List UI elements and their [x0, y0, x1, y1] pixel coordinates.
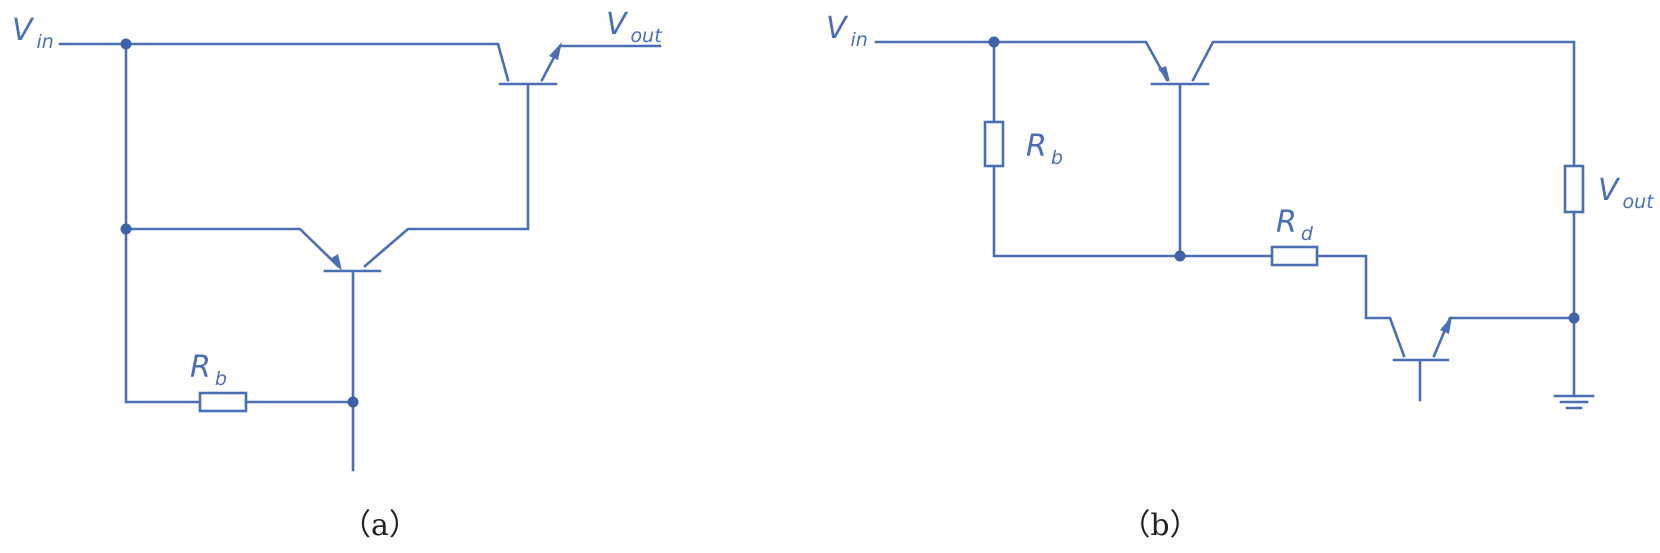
- wire-b-top: [874, 40, 1169, 82]
- node-b-1: [988, 36, 1000, 48]
- wire-a-mid: [124, 227, 340, 268]
- transistor-b-upper-base: [1150, 82, 1210, 258]
- node-a-3: [347, 396, 359, 408]
- wire-b-right-top: [1191, 40, 1576, 168]
- wire-a-left: [124, 42, 202, 404]
- transistor-b-lower-emitter: [1432, 316, 1576, 358]
- transistor-b-lower-base: [1392, 358, 1450, 402]
- node-b-3: [1568, 312, 1580, 324]
- resistor-b-rd: [1270, 245, 1319, 267]
- caption-a: （a）: [341, 508, 419, 543]
- node-b-2: [1174, 250, 1186, 262]
- transistor-a-upper-base: [363, 82, 558, 268]
- transistor-a-lower-base: [323, 269, 382, 472]
- resistor-b-vout: [1563, 164, 1585, 214]
- arrow-b-lower: [1440, 316, 1452, 334]
- caption-b: （b）: [1120, 508, 1199, 543]
- resistor-b-rb: [983, 120, 1005, 168]
- wire-a-top: [58, 42, 510, 82]
- resistor-a-rb: [198, 391, 248, 413]
- node-a-1: [120, 38, 132, 50]
- wire-b-rd-right: [1315, 254, 1406, 358]
- arrow-a-lower: [330, 254, 342, 271]
- node-a-2: [120, 223, 132, 235]
- arrow-b-upper: [1158, 66, 1170, 82]
- ground-icon: [1553, 394, 1595, 410]
- arrow-a-upper: [549, 42, 562, 60]
